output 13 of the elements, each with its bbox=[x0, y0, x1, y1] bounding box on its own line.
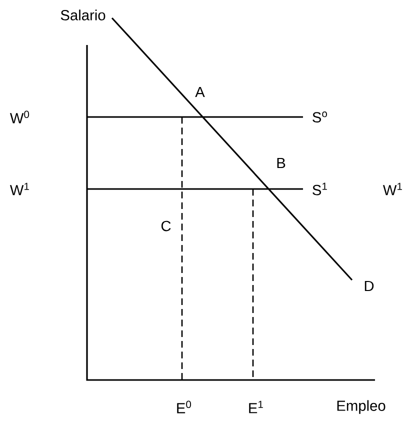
wage-label: W$^{0}$ bbox=[10, 110, 30, 124]
point-label: C bbox=[161, 220, 171, 232]
point-label: B bbox=[277, 158, 286, 168]
curve-label: S$^{1}$ bbox=[312, 182, 327, 196]
axis-label: Salario bbox=[60, 10, 106, 20]
point-label: A bbox=[195, 86, 205, 98]
wage-label: W$^{1}$ bbox=[382, 182, 402, 196]
employment-label: E$^{0}$ bbox=[177, 400, 192, 414]
curve-label: D bbox=[364, 280, 374, 292]
employment-label: E$^{1}$ bbox=[249, 400, 263, 414]
wage-label: W$^{1}$ bbox=[10, 182, 29, 196]
axis-label: Empleo bbox=[337, 400, 386, 414]
curve-label: S$^{o}$ bbox=[312, 112, 327, 122]
